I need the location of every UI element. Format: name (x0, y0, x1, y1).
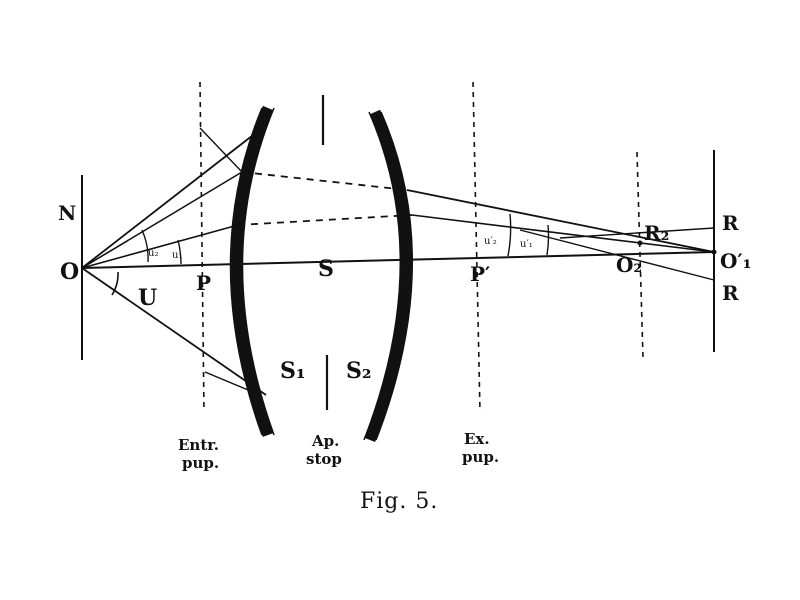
ray-u1 (81, 224, 239, 269)
caption-ap-1: Ap. (311, 432, 339, 450)
label-R2: R₂ (644, 221, 669, 245)
ray-marginal-upper (81, 124, 267, 269)
ray-to-r-upper (559, 227, 715, 239)
o2-plane-line (636, 151, 644, 359)
lens-surface-s2-edge (363, 111, 402, 441)
angle-arc-u2 (141, 229, 149, 263)
figure-caption: Fig. 5. (360, 489, 438, 514)
exit-pupil-line (472, 81, 481, 413)
point-r2-marker (637, 240, 643, 246)
ray-emerging-upper (406, 189, 715, 253)
caption-entr-2: pup. (182, 454, 219, 472)
angle-arc-u1-prime (546, 224, 550, 256)
ray-internal-lower (237, 214, 413, 226)
ray-u2 (81, 171, 243, 269)
caption-ap-2: stop (306, 450, 342, 468)
label-O1-prime: O′₁ (720, 249, 751, 273)
lens-surface-s2 (364, 109, 412, 442)
caption-entr-1: Entr. (178, 436, 219, 454)
angle-arc-u1 (177, 239, 182, 265)
label-u2: u₂ (148, 248, 158, 259)
label-N: N (58, 201, 76, 225)
lens-surface-s1-edge2 (241, 107, 275, 436)
label-P-prime: P′ (470, 262, 490, 286)
angle-arc-U (111, 271, 119, 296)
label-P: P (196, 271, 211, 295)
ray-connector-upper (199, 127, 243, 173)
point-o1-marker (711, 249, 717, 255)
ray-emerging-lower (411, 214, 715, 253)
label-O2: O₂ (616, 253, 642, 277)
ray-connector-lower (204, 371, 261, 396)
label-S1: S₁ (280, 358, 306, 384)
label-U: U (138, 285, 157, 311)
label-u1: u₁ (172, 250, 182, 261)
label-R-upper: R (722, 211, 739, 235)
angle-arc-u2-prime (507, 213, 512, 257)
label-S2: S₂ (346, 358, 372, 384)
label-S: S (318, 256, 334, 282)
label-u2-prime: u′₂ (484, 236, 497, 247)
label-u1-prime: u′₁ (520, 239, 533, 250)
ray-marginal-lower (81, 267, 267, 396)
ray-to-r-lower (519, 229, 715, 281)
ray-internal-upper (241, 171, 408, 191)
label-O: O (60, 259, 79, 285)
caption-ex-2: pup. (462, 448, 499, 466)
lens-surface-s2-edge2 (375, 111, 414, 441)
lens-surface-s1 (231, 105, 274, 437)
optical-axis (81, 251, 715, 269)
caption-ex-1: Ex. (464, 430, 490, 448)
label-R-lower: R (722, 281, 739, 305)
